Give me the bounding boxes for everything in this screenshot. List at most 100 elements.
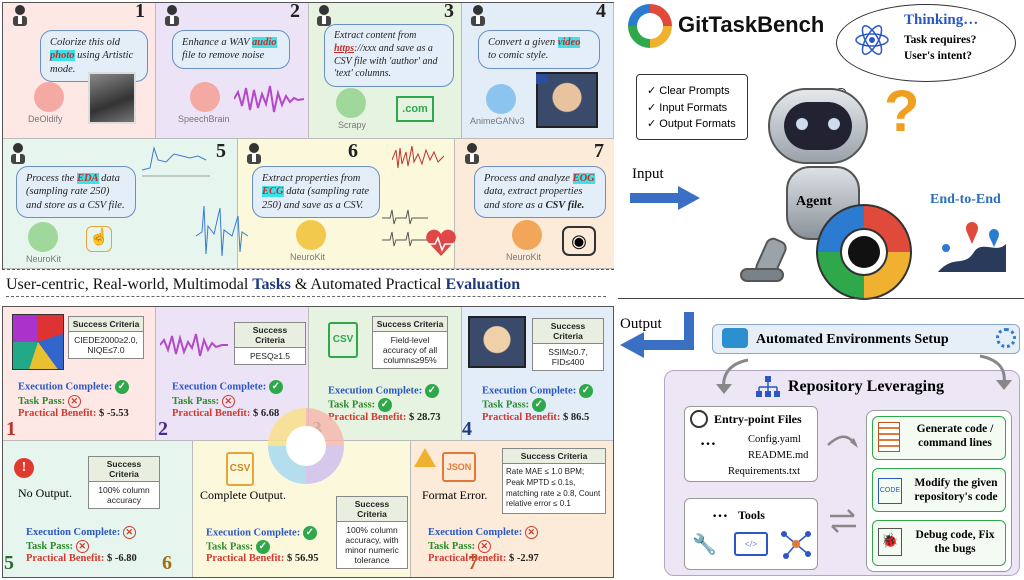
action-label: Generate code / command lines [916, 423, 994, 450]
csv-file-icon: CSV [328, 322, 358, 358]
user-icon [247, 143, 261, 164]
tools-title: Tools [738, 508, 765, 522]
practical-benefit-label: Practical Benefit: $ 86.5 [482, 412, 590, 423]
tool-name: NeuroKit [26, 254, 62, 264]
fail-icon: ✕ [477, 540, 491, 553]
task-number: 7 [594, 140, 604, 162]
task-prompt: Extract properties from ECG data (sampli… [252, 166, 380, 219]
user-icon [13, 5, 27, 26]
fail-icon: ✕ [122, 526, 136, 539]
code-file-icon: CODE [878, 478, 902, 504]
ecg-signal-chart-icon [195, 205, 249, 257]
input-arrow-icon [630, 186, 700, 210]
user-icon [471, 5, 485, 26]
execution-complete-label: Execution Complete: ✓ [482, 384, 593, 398]
old-photo-image [88, 72, 136, 124]
task-pass-label: Task Pass: ✕ [172, 395, 235, 408]
task-pass-label: Task Pass: ✕ [26, 540, 89, 553]
thinking-line-1: Task requires? [904, 34, 977, 46]
output-arrow-icon [620, 312, 694, 358]
entry-files-dots: … [700, 432, 716, 449]
fail-icon: ✕ [75, 540, 89, 553]
entry-files-title: Entry-point Files [714, 412, 802, 426]
check-icon: ✓ [377, 398, 392, 412]
tool-name: Scrapy [338, 120, 367, 130]
network-icon [781, 531, 811, 559]
check-icon: ✓ [268, 380, 283, 394]
github-icon [34, 82, 64, 112]
action-label: Debug code, Fix the bugs [915, 529, 995, 556]
task-pass-label: Task Pass: ✕ [18, 395, 81, 408]
execution-complete-label: Execution Complete: ✓ [18, 380, 129, 394]
scroll-item: ✓ Output Formats [647, 118, 736, 130]
github-icon [190, 82, 220, 112]
task-pass-label: Task Pass: ✓ [482, 398, 546, 412]
practical-benefit-label: Practical Benefit: $ -6.80 [26, 553, 137, 564]
robot-eye [796, 118, 808, 130]
play-icon [536, 74, 548, 84]
task-pass-label: Task Pass: ✓ [328, 398, 392, 412]
curved-arrow-icon [716, 358, 749, 394]
thinking-heading: Thinking… [904, 12, 979, 28]
task-number: 3 [444, 0, 454, 22]
github-icon [336, 88, 366, 118]
github-icon [28, 222, 58, 252]
action-label: Modify the given repository's code [914, 477, 998, 504]
end-to-end-label: End-to-End [930, 192, 1001, 207]
magnifier-icon [690, 410, 708, 428]
practical-benefit-label: Practical Benefit: $ -2.97 [428, 553, 539, 564]
task-pass-label: Task Pass: ✕ [428, 540, 491, 553]
fail-icon: ✕ [221, 395, 235, 408]
question-mark-icon: ? [884, 79, 920, 144]
entry-file: Requirements.txt [728, 466, 801, 477]
scroll-item: ✓ Input Formats [647, 101, 728, 114]
check-icon: ✓ [302, 526, 317, 540]
check-icon: ✓ [531, 398, 546, 412]
robot-foot [740, 268, 784, 282]
hierarchy-icon [756, 376, 780, 397]
task-pass-label: Task Pass: ✓ [206, 540, 270, 554]
docker-icon [722, 328, 748, 348]
eye-icon: ◉ [562, 226, 596, 256]
loading-icon [996, 328, 1016, 348]
repository-leveraging-label: Repository Leveraging [788, 378, 944, 395]
practical-benefit-label: Practical Benefit: $ 28.73 [328, 412, 441, 423]
tool-name: SpeechBrain [178, 114, 230, 124]
input-label: Input [632, 166, 664, 182]
github-octocat-icon [848, 236, 880, 268]
task-prompt: Process the EDA data (sampling rate 250)… [16, 166, 136, 219]
action-item [872, 468, 1006, 512]
user-icon [465, 143, 479, 164]
tool-name: AnimeGANv3 [470, 116, 525, 126]
route-map-icon [938, 222, 1006, 272]
code-lines-icon [878, 422, 900, 452]
entry-file: Config.yaml [748, 434, 801, 445]
task-number: 2 [290, 0, 300, 22]
env-setup-label: Automated Environments Setup [756, 332, 949, 347]
task-panel-2 [156, 3, 309, 139]
check-icon: ✓ [114, 380, 129, 394]
bug-icon: 🐞 [878, 528, 902, 556]
center-ring-hole [286, 426, 326, 466]
task-number: 5 [216, 140, 226, 162]
ecg-wave-icon [382, 209, 428, 247]
check-icon: ✓ [424, 384, 439, 398]
tools-dots: … [712, 504, 728, 521]
caption-underline [6, 296, 606, 297]
robot-face [784, 102, 852, 150]
robot-eye [828, 118, 840, 130]
tool-name: NeuroKit [290, 252, 326, 262]
atom-icon [855, 25, 889, 55]
code-window-icon: </> [734, 532, 768, 556]
tool-name: DeOldify [28, 114, 63, 124]
task-prompt: Enhance a WAV audio file to remove noise [172, 30, 290, 69]
github-icon [512, 220, 542, 250]
eda-signal-chart-icon [142, 146, 210, 177]
section-divider [618, 298, 1024, 299]
eog-signal-chart-icon [392, 145, 444, 169]
colorized-photo-image [12, 314, 64, 370]
touch-icon: ☝ [86, 226, 112, 252]
audio-waveform-icon [160, 333, 228, 357]
heart-icon [426, 229, 456, 256]
